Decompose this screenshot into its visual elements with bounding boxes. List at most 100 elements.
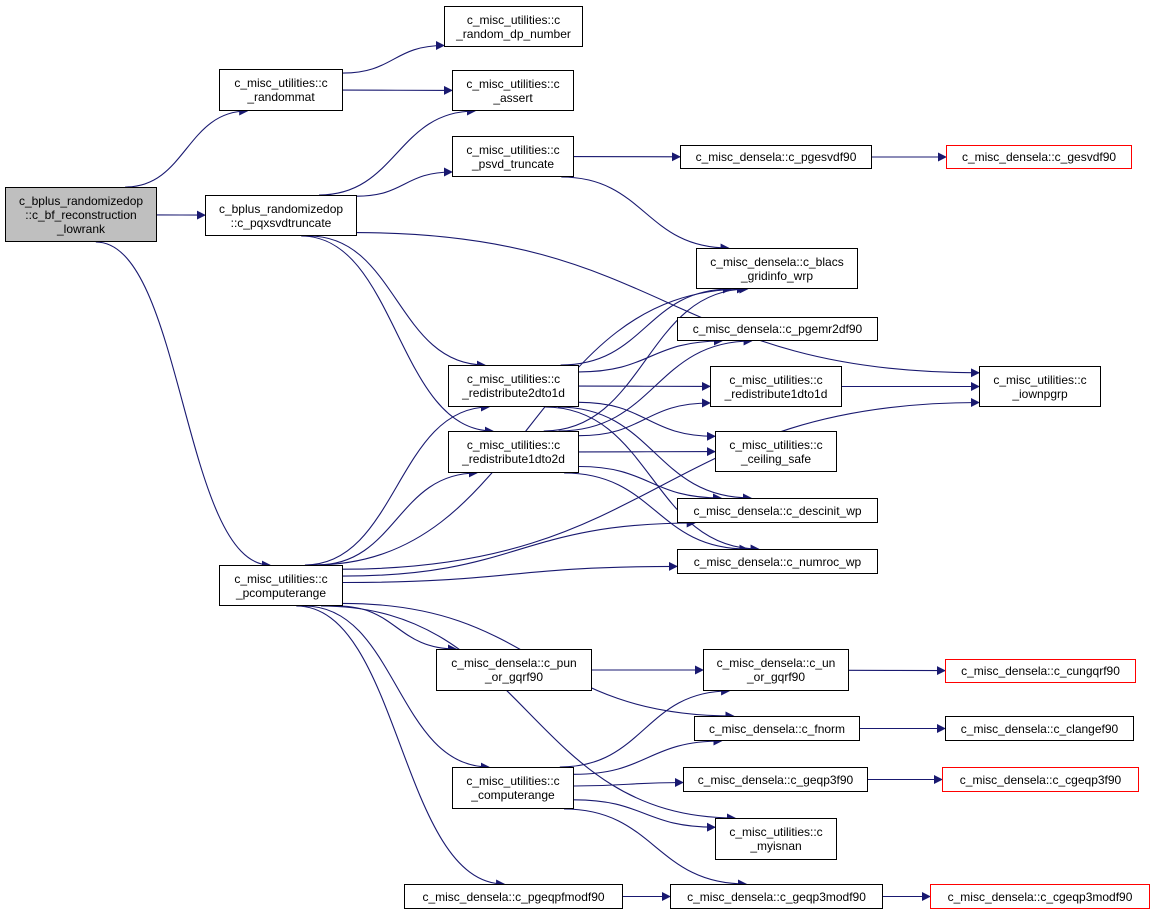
node-label-line: _psvd_truncate bbox=[471, 156, 555, 171]
node-label-line: _iownpgrp bbox=[1012, 386, 1068, 401]
edge-psvd-truncate-to-blacs-gridinfo-wrp bbox=[561, 176, 730, 253]
edge-pqxsvdtruncate-to-assert bbox=[318, 106, 476, 196]
node-computerange[interactable]: c_misc_utilities::c_computerange bbox=[452, 767, 574, 809]
node-geqp3modf90[interactable]: c_misc_densela::c_geqp3modf90 bbox=[670, 884, 883, 909]
edge-pcomputerange-to-pgeqpfmodf90 bbox=[296, 605, 506, 889]
node-pun-or-gqrf90[interactable]: c_misc_densela::c_pun_or_gqrf90 bbox=[436, 649, 592, 691]
node-label-line: c_misc_utilities::c bbox=[466, 76, 560, 91]
node-gesvdf90[interactable]: c_misc_densela::c_gesvdf90 bbox=[946, 145, 1132, 169]
node-label-line: _redistribute2dto1d bbox=[462, 386, 565, 400]
node-label-line: _gridinfo_wrp bbox=[740, 268, 814, 283]
node-un-or-gqrf90[interactable]: c_misc_densela::c_un_or_gqrf90 bbox=[703, 649, 849, 691]
node-label-line: c_misc_densela::c_descinit_wp bbox=[693, 503, 862, 518]
node-redistribute1dto2d[interactable]: c_misc_utilities::c_redistribute1dto2d bbox=[448, 431, 579, 473]
node-label-line: c_misc_densela::c_cgeqp3f90 bbox=[959, 772, 1122, 787]
edge-pcomputerange-to-iownpgrp bbox=[342, 398, 980, 570]
edge-randommat-to-random-dp-number bbox=[342, 41, 445, 74]
edge-computerange-to-geqp3f90 bbox=[573, 778, 684, 788]
node-label-line: c_misc_densela::c_geqp3modf90 bbox=[687, 889, 866, 904]
node-label-line: _redistribute1dto2d bbox=[462, 452, 565, 466]
edge-pcomputerange-to-computerange bbox=[304, 605, 490, 772]
node-label-line: c_misc_densela::c_pgesvdf90 bbox=[695, 150, 857, 164]
node-redistribute1dto1d[interactable]: c_misc_utilities::c_redistribute1dto1d bbox=[710, 366, 842, 407]
node-cgeqp3f90[interactable]: c_misc_densela::c_cgeqp3f90 bbox=[942, 767, 1139, 792]
node-label-line: c_misc_densela::c_pun bbox=[451, 656, 577, 670]
edge-computerange-to-fnorm bbox=[573, 736, 723, 775]
edge-redistribute2dto1d-to-pgemr2df90 bbox=[578, 336, 723, 373]
edge-pcomputerange-to-myisnan bbox=[320, 605, 736, 823]
node-label-line: c_misc_densela::c_clangef90 bbox=[960, 721, 1119, 736]
node-label-line: c_misc_utilities::c bbox=[466, 438, 561, 452]
node-label-line: c_misc_utilities::c bbox=[993, 372, 1087, 387]
node-redistribute2dto1d[interactable]: c_misc_utilities::c_redistribute2dto1d bbox=[448, 365, 579, 407]
edge-pcomputerange-to-blacs-gridinfo-wrp bbox=[313, 284, 746, 566]
node-label-line: c_misc_utilities::c bbox=[729, 825, 823, 839]
node-pgemr2df90[interactable]: c_misc_densela::c_pgemr2df90 bbox=[677, 317, 878, 341]
node-label-line: _randommat bbox=[247, 90, 315, 104]
node-pgeqpfmodf90[interactable]: c_misc_densela::c_pgeqpfmodf90 bbox=[404, 884, 623, 909]
node-label-line: _or_gqrf90 bbox=[484, 670, 544, 684]
edge-root-to-pcomputerange bbox=[95, 241, 271, 570]
edge-redistribute1dto2d-to-numroc-wp bbox=[564, 472, 749, 554]
node-myisnan[interactable]: c_misc_utilities::c_myisnan bbox=[715, 818, 837, 860]
node-label-line: c_misc_utilities::c bbox=[466, 142, 560, 157]
node-cgeqp3modf90[interactable]: c_misc_densela::c_cgeqp3modf90 bbox=[930, 884, 1150, 909]
node-label-line: c_misc_utilities::c bbox=[466, 372, 561, 386]
node-label-line: _redistribute1dto1d bbox=[724, 386, 828, 401]
node-pcomputerange[interactable]: c_misc_utilities::c_pcomputerange bbox=[219, 565, 343, 606]
node-geqp3f90[interactable]: c_misc_densela::c_geqp3f90 bbox=[683, 767, 868, 792]
node-fnorm[interactable]: c_misc_densela::c_fnorm bbox=[694, 716, 860, 741]
node-label-line: c_misc_densela::c_pgemr2df90 bbox=[692, 322, 863, 336]
edge-pcomputerange-to-redistribute1dto2d bbox=[316, 468, 478, 566]
node-randommat[interactable]: c_misc_utilities::c_randommat bbox=[219, 69, 343, 111]
node-label-line: _lowrank bbox=[56, 221, 106, 236]
edge-redistribute1dto2d-to-blacs-gridinfo-wrp bbox=[543, 284, 749, 432]
node-numroc-wp[interactable]: c_misc_densela::c_numroc_wp bbox=[677, 549, 878, 574]
node-label-line: c_misc_utilities::c bbox=[234, 571, 328, 586]
node-iownpgrp[interactable]: c_misc_utilities::c_iownpgrp bbox=[979, 366, 1101, 407]
edge-pqxsvdtruncate-to-redistribute2dto1d bbox=[308, 235, 486, 370]
node-label-line: c_misc_densela::c_fnorm bbox=[708, 721, 846, 736]
node-label-line: _assert bbox=[493, 90, 533, 105]
edge-pcomputerange-to-redistribute2dto1d bbox=[304, 402, 490, 566]
node-cungqrf90[interactable]: c_misc_densela::c_cungqrf90 bbox=[945, 659, 1136, 683]
node-label-line: c_misc_densela::c_gesvdf90 bbox=[961, 150, 1117, 164]
node-label-line: _pcomputerange bbox=[235, 585, 327, 600]
node-pqxsvdtruncate[interactable]: c_bplus_randomizedop::c_pqxsvdtruncate bbox=[205, 195, 357, 236]
node-blacs-gridinfo-wrp[interactable]: c_misc_densela::c_blacs_gridinfo_wrp bbox=[696, 248, 858, 289]
node-label-line: _ceiling_safe bbox=[740, 451, 812, 466]
node-label-line: c_misc_densela::c_cgeqp3modf90 bbox=[947, 889, 1133, 904]
node-root: c_bplus_randomizedop::c_bf_reconstructio… bbox=[5, 187, 157, 242]
edge-redistribute2dto1d-to-numroc-wp bbox=[545, 406, 760, 554]
edge-pcomputerange-to-numroc-wp bbox=[342, 561, 678, 584]
node-psvd-truncate[interactable]: c_misc_utilities::c_psvd_truncate bbox=[452, 136, 574, 177]
edge-redistribute1dto2d-to-pgemr2df90 bbox=[558, 336, 753, 432]
node-label-line: c_misc_densela::c_numroc_wp bbox=[693, 554, 862, 569]
edge-redistribute1dto2d-to-redistribute1dto1d bbox=[578, 398, 711, 437]
edge-root-to-randommat bbox=[125, 106, 249, 188]
node-label-line: _or_gqrf90 bbox=[746, 670, 806, 684]
node-random-dp-number[interactable]: c_misc_utilities::c_random_dp_number bbox=[444, 6, 583, 47]
node-label-line: c_misc_densela::c_un bbox=[716, 656, 836, 670]
edge-pqxsvdtruncate-to-psvd-truncate bbox=[356, 167, 453, 197]
edge-computerange-to-myisnan bbox=[573, 799, 716, 832]
node-label-line: c_misc_utilities::c bbox=[729, 437, 823, 452]
node-descinit-wp[interactable]: c_misc_densela::c_descinit_wp bbox=[677, 498, 878, 523]
node-label-line: c_misc_utilities::c bbox=[466, 774, 560, 788]
node-label-line: c_misc_densela::c_cungqrf90 bbox=[961, 664, 1120, 678]
node-label-line: c_misc_utilities::c bbox=[234, 76, 328, 90]
node-label-line: c_misc_utilities::c bbox=[729, 372, 823, 387]
edge-redistribute1dto2d-to-descinit-wp bbox=[578, 465, 722, 503]
node-label-line: c_bplus_randomizedop bbox=[218, 201, 344, 216]
node-pgesvdf90[interactable]: c_misc_densela::c_pgesvdf90 bbox=[680, 145, 872, 169]
node-label-line: ::c_bf_reconstruction bbox=[25, 207, 137, 222]
edge-pqxsvdtruncate-to-redistribute1dto2d bbox=[301, 235, 494, 436]
node-assert[interactable]: c_misc_utilities::c_assert bbox=[452, 70, 574, 111]
node-ceiling-safe[interactable]: c_misc_utilities::c_ceiling_safe bbox=[715, 431, 837, 472]
node-label-line: c_misc_utilities::c bbox=[466, 12, 561, 27]
edge-redistribute2dto1d-to-blacs-gridinfo-wrp bbox=[560, 284, 732, 366]
node-clangef90[interactable]: c_misc_densela::c_clangef90 bbox=[945, 716, 1134, 741]
node-label-line: _random_dp_number bbox=[456, 26, 571, 41]
edge-redistribute2dto1d-to-ceiling-safe bbox=[578, 401, 716, 441]
